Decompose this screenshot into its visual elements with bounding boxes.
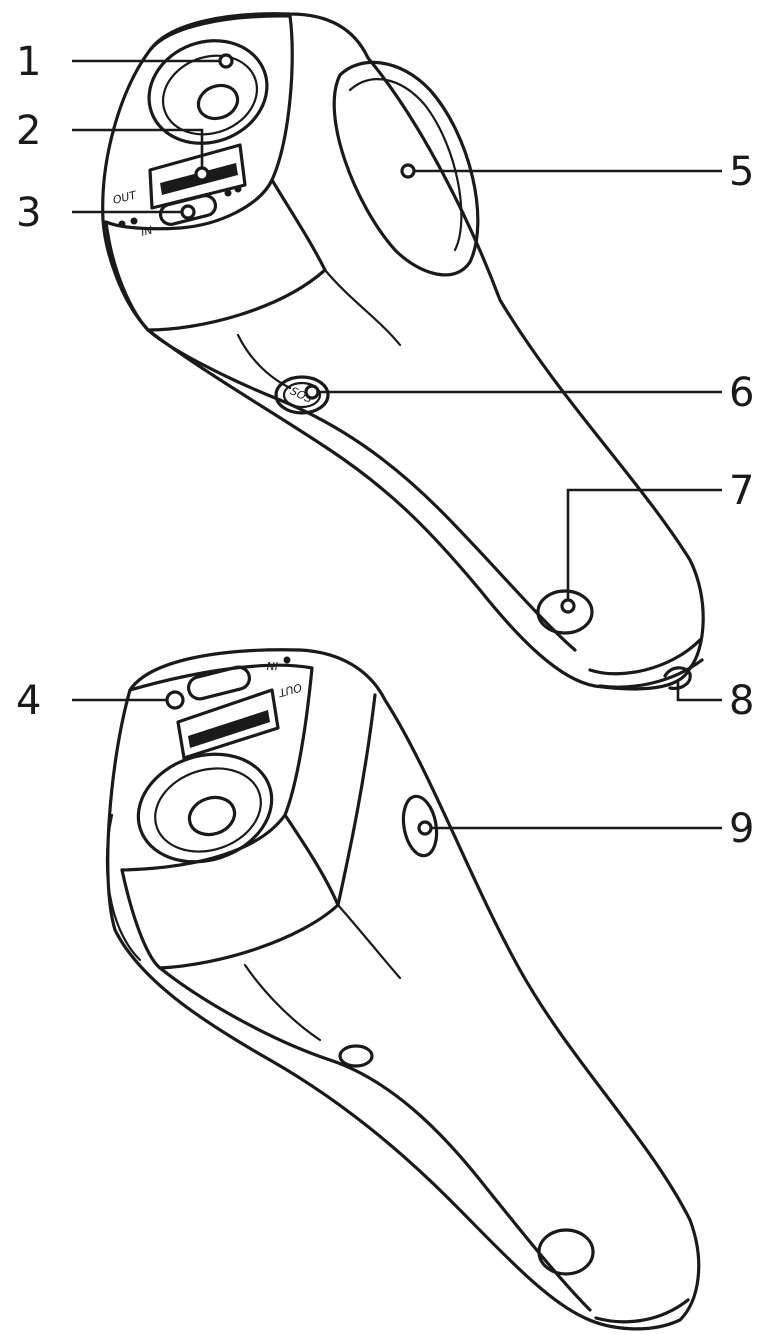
device-bottom-view: IN OUT (107, 650, 699, 1329)
top-face-diagonal (272, 180, 325, 270)
top-led-dot-1 (119, 221, 126, 228)
leader-3-dot (182, 206, 194, 218)
leader-5-dot (402, 165, 414, 177)
bottom-side-port-4 (167, 692, 183, 708)
bottom-face-diagonal (285, 815, 338, 905)
top-socket-pin (194, 80, 243, 124)
top-front-lower-edge (106, 222, 325, 330)
bottom-socket-pin (185, 792, 240, 840)
top-device-body-outline (103, 14, 703, 689)
top-side-edge (148, 330, 575, 650)
leader-7-dot (562, 600, 574, 612)
leader-6-dot (306, 386, 318, 398)
callout-6: 6 (729, 370, 754, 416)
callout-3: 3 (16, 190, 41, 236)
top-in-label: IN (140, 224, 154, 239)
bottom-out-label: OUT (276, 681, 303, 700)
top-tip-ring (590, 640, 702, 687)
bottom-tip-ring (596, 1300, 688, 1322)
top-face-curve (325, 270, 400, 345)
device-top-view: OUT IN SOS (103, 14, 703, 689)
callout-8: 8 (729, 678, 754, 724)
bottom-face-curve (338, 905, 400, 978)
leader-1-dot (220, 55, 232, 67)
bottom-side-small-button (340, 1046, 372, 1066)
callout-9: 9 (729, 806, 754, 852)
top-led-dot-3 (225, 190, 232, 197)
bottom-front-lower (122, 870, 338, 968)
callout-4: 4 (16, 678, 41, 724)
callout-1: 1 (16, 39, 41, 85)
bottom-round-button (539, 1230, 593, 1274)
bottom-in-label: IN (267, 659, 278, 672)
bottom-device-body-outline (108, 650, 699, 1329)
top-out-label: OUT (112, 188, 139, 207)
callout-5: 5 (729, 149, 754, 195)
callout-7: 7 (729, 468, 754, 514)
bottom-usb-c-in-port (186, 665, 251, 701)
bottom-back-edge (107, 815, 140, 960)
bottom-side-edge (160, 968, 590, 1310)
leader-9-dot (419, 822, 431, 834)
callouts: 1 2 3 4 5 6 7 8 9 (16, 39, 754, 852)
bottom-face-top-edge (338, 695, 375, 905)
top-led-dot-2 (131, 218, 138, 225)
bottom-led-dot (284, 657, 291, 664)
leader-2-dot (196, 168, 208, 180)
top-led-dot-4 (235, 186, 242, 193)
top-side-groove (238, 335, 290, 388)
callout-2: 2 (16, 108, 41, 154)
